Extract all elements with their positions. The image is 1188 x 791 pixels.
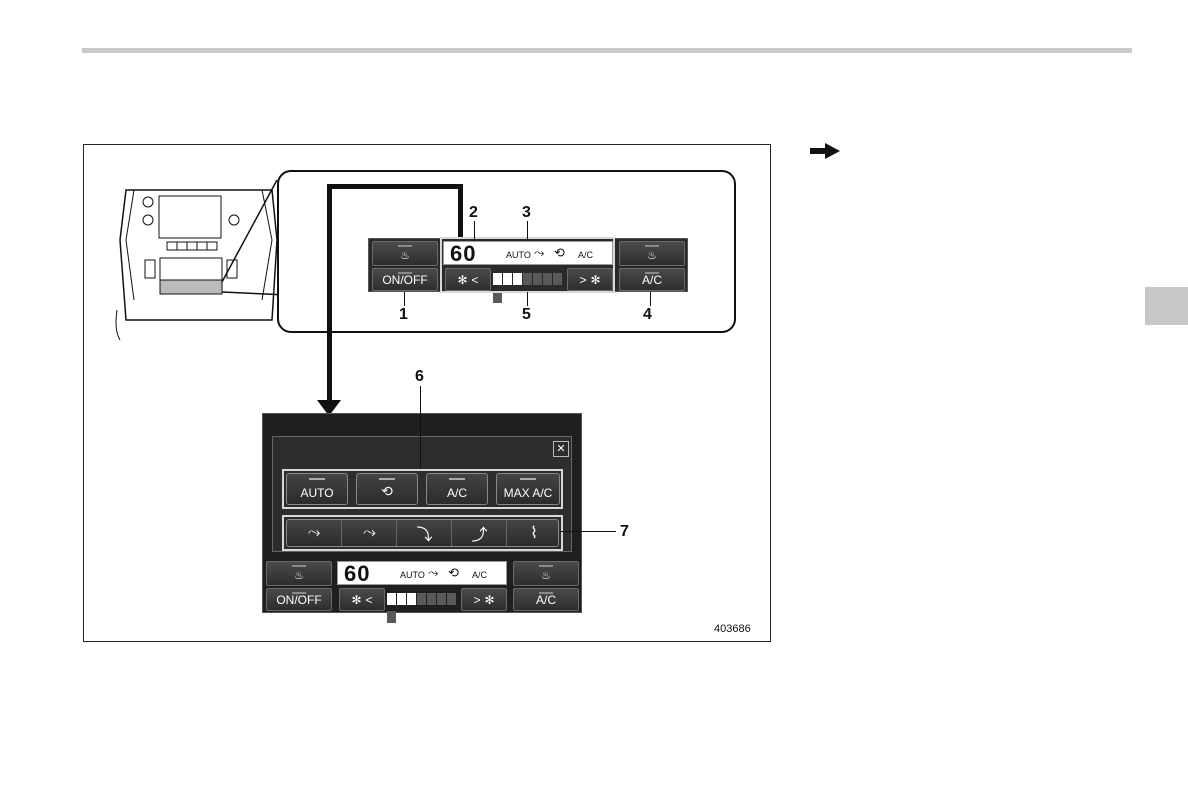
fan-speed-segment (427, 593, 436, 605)
max-ac-button[interactable]: MAX A/C (496, 473, 560, 505)
vent-defrost-button[interactable]: ⌇ (506, 520, 561, 546)
max-ac-label: MAX A/C (504, 486, 553, 500)
fan-speed-segment (407, 593, 416, 605)
vent-feet-icon: ⤵ (416, 521, 432, 545)
leader-line (560, 531, 616, 532)
fan-speed-segment (447, 593, 456, 605)
section-tab (1145, 287, 1188, 325)
seat-heater-icon: ♨ (294, 569, 304, 582)
fan-speed-segment (387, 611, 396, 623)
vent-feet-button[interactable]: ⤵ (396, 520, 452, 546)
mode-popup: ✕ AUTO ⟲ A/C MAX A/C ⤳ ⤳ ⤵ ⤴ ⌇ (272, 436, 572, 552)
seat-heater-right-button[interactable]: ♨ (513, 561, 579, 586)
temperature-readout: 60 (344, 561, 370, 587)
leader-line (420, 386, 421, 468)
callout-label: 6 (415, 368, 424, 386)
fan-icon: ✻ (351, 593, 361, 607)
seat-heater-icon: ♨ (647, 249, 657, 262)
callout-label: 2 (469, 204, 478, 222)
seat-heater-left-button[interactable]: ♨ (372, 241, 438, 266)
recirculation-button[interactable]: ⟲ (356, 473, 418, 505)
ac-indicator: A/C (472, 570, 487, 580)
climate-panel-expanded: ✕ AUTO ⟲ A/C MAX A/C ⤳ ⤳ ⤵ ⤴ ⌇ ♨ ON/OFF … (262, 413, 582, 613)
vent-face-feet-button[interactable]: ⤳ (341, 520, 397, 546)
recirculation-icon: ⟲ (448, 565, 459, 581)
on-off-label: ON/OFF (276, 593, 321, 607)
leader-line (650, 292, 651, 306)
seat-heater-left-button[interactable]: ♨ (266, 561, 332, 586)
vent-feet-defrost-button[interactable]: ⤴ (451, 520, 507, 546)
callout-label: 7 (620, 523, 629, 541)
ac-mode-label: A/C (447, 486, 467, 500)
vent-mode-selector: ⤳ ⤳ ⤵ ⤴ ⌇ (286, 519, 559, 547)
vent-feet-defrost-icon: ⤴ (471, 521, 487, 545)
fan-speed-bar (387, 592, 459, 608)
leader-line (404, 292, 405, 306)
callout-label: 1 (399, 306, 408, 324)
fan-increase-button[interactable]: >✻ (461, 588, 507, 611)
ac-button[interactable]: A/C (619, 268, 685, 291)
close-icon: ✕ (556, 443, 565, 455)
console-sketch (112, 180, 287, 345)
climate-display: 60 AUTO ⤳ ⟲ A/C (337, 561, 507, 585)
leader-line (527, 221, 528, 239)
arrow-right-icon (810, 143, 840, 164)
callout-label: 4 (643, 306, 652, 324)
on-off-button[interactable]: ON/OFF (266, 588, 332, 611)
flow-arrow-line (327, 184, 463, 189)
flow-arrow-line (458, 184, 463, 240)
on-off-label: ON/OFF (382, 273, 427, 287)
seat-heater-right-button[interactable]: ♨ (619, 241, 685, 266)
callout-label: 5 (522, 306, 531, 324)
fan-speed-segment (387, 593, 396, 605)
close-button[interactable]: ✕ (553, 441, 569, 457)
leader-line (527, 292, 528, 306)
recirculation-icon: ⟲ (381, 483, 393, 500)
highlight-center (440, 237, 615, 293)
seat-heater-icon: ♨ (400, 249, 410, 262)
callout-label: 3 (522, 204, 531, 222)
auto-button[interactable]: AUTO (286, 473, 348, 505)
vent-face-feet-icon: ⤳ (363, 524, 376, 542)
ac-button-label: A/C (642, 273, 662, 287)
vent-face-icon: ⤳ (308, 524, 321, 542)
vent-face-feet-icon: ⤳ (428, 565, 438, 581)
figure-number: 403686 (714, 623, 751, 635)
fan-speed-segment (417, 593, 426, 605)
defrost-icon: ⌇ (530, 523, 538, 543)
auto-indicator: AUTO (400, 570, 425, 580)
fan-speed-segment (397, 593, 406, 605)
vent-face-button[interactable]: ⤳ (287, 520, 341, 546)
fan-decrease-label: < (366, 593, 373, 607)
ac-mode-button[interactable]: A/C (426, 473, 488, 505)
fan-decrease-button[interactable]: ✻< (339, 588, 385, 611)
header-rule (82, 48, 1132, 53)
seat-heater-icon: ♨ (541, 569, 551, 582)
ac-button[interactable]: A/C (513, 588, 579, 611)
fan-speed-segment (437, 593, 446, 605)
fan-increase-label: > (473, 593, 480, 607)
leader-line (474, 221, 475, 241)
auto-label: AUTO (300, 486, 333, 500)
fan-icon: ✻ (484, 593, 494, 607)
on-off-button[interactable]: ON/OFF (372, 268, 438, 291)
flow-arrow-line (327, 184, 332, 402)
ac-button-label: A/C (536, 593, 556, 607)
